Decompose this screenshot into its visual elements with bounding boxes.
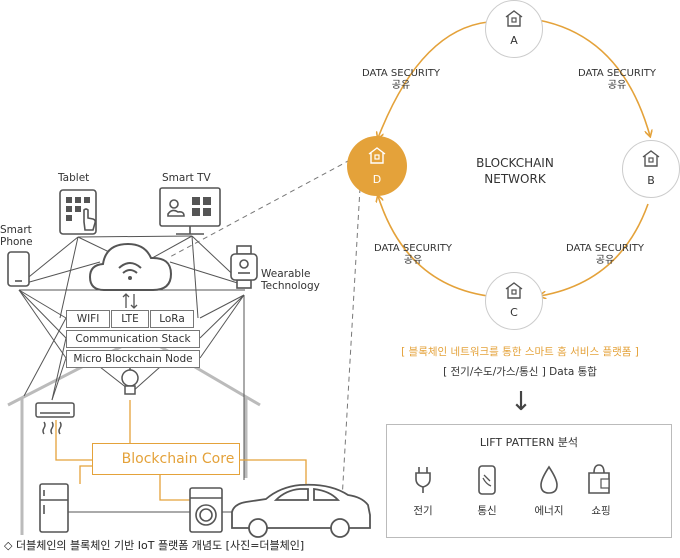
washing-machine-icon (189, 487, 223, 533)
blockchain-core-label: Blockchain Core (121, 451, 235, 467)
item-label-electric: 전기 (413, 505, 433, 517)
house-icon (641, 149, 661, 167)
drop-icon (539, 465, 559, 499)
smart-tv-icon (159, 187, 221, 235)
smartphone-label: Smart Phone (0, 224, 33, 249)
shopping-bag-icon (587, 463, 613, 499)
item-label-energy: 에너지 (534, 505, 564, 517)
tablet-label: Tablet (58, 172, 90, 184)
wearable-label: Wearable Technology (261, 268, 320, 293)
phone-icon (477, 465, 497, 499)
node-a-label: A (510, 34, 518, 47)
house-icon (504, 9, 524, 27)
down-arrow-icon: ↓ (510, 387, 532, 417)
item-label-telecom: 통신 (477, 505, 497, 517)
node-d: D (347, 136, 407, 196)
caption: ◇ 더블체인의 블록체인 기반 IoT 플랫폼 개념도 [사진=더블체인] (4, 539, 305, 552)
house-icon (367, 146, 387, 164)
house-icon (504, 281, 524, 299)
communication-stack: Communication Stack (66, 330, 200, 348)
node-c: C (485, 272, 543, 330)
service-subline: [ 전기/수도/가스/통신 ] Data 통합 (443, 366, 597, 378)
network-title: BLOCKCHAIN NETWORK (476, 156, 554, 186)
dashed-links (167, 159, 361, 501)
air-conditioner-icon (35, 402, 75, 435)
car-icon (231, 483, 371, 538)
core-wiring (55, 400, 307, 501)
protocol-lora: LoRa (150, 310, 194, 328)
ring-arcs (378, 19, 650, 296)
node-b-label: B (647, 174, 655, 187)
node-c-label: C (510, 306, 518, 319)
node-b: B (622, 140, 680, 198)
refrigerator-icon (39, 483, 69, 533)
node-d-label: D (372, 173, 382, 186)
protocol-wifi: WIFI (66, 310, 110, 328)
smartwatch-icon (230, 245, 258, 289)
bulb-icon (121, 367, 139, 395)
service-headline: [ 블록체인 네트워크를 통한 스마트 홈 서비스 플랫폼 ] (401, 346, 639, 358)
smartphone-icon (7, 251, 30, 287)
node-a: A (485, 0, 543, 58)
plug-icon (413, 465, 433, 499)
updown-arrow-icon (122, 293, 138, 309)
lift-pattern-panel: LIFT PATTERN 분석 전기 통신 에너지 쇼핑 (386, 424, 672, 538)
blockchain-core: Blockchain Core (92, 443, 240, 475)
protocol-lte: LTE (111, 310, 149, 328)
micro-blockchain-node: Micro Blockchain Node (66, 350, 200, 368)
smart-tv-label: Smart TV (162, 172, 211, 184)
lift-pattern-title: LIFT PATTERN 분석 (479, 436, 579, 449)
tablet-icon (59, 189, 97, 235)
device-links (18, 235, 245, 480)
cloud-icon (88, 242, 173, 291)
item-label-shopping: 쇼핑 (591, 505, 611, 517)
